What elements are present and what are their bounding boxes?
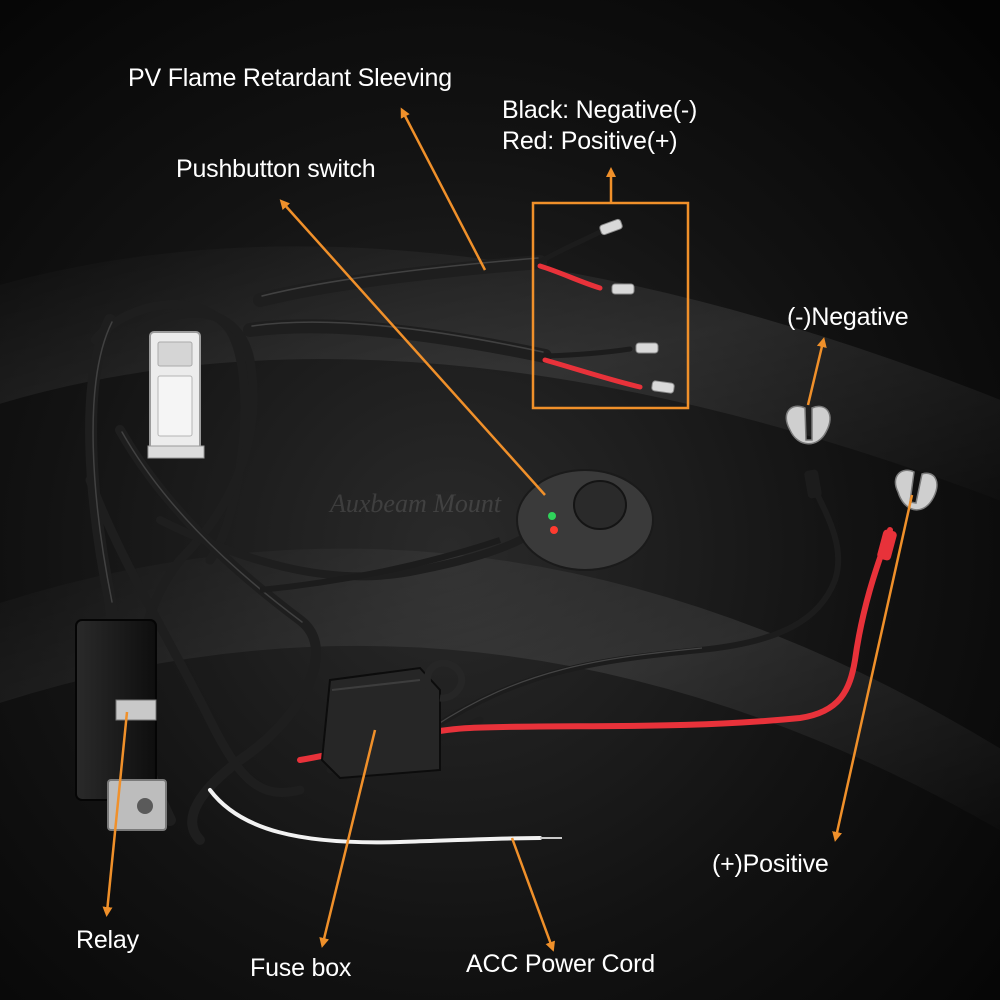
output-leads — [537, 229, 643, 390]
arrow-negative — [806, 337, 827, 406]
watermark: Auxbeam Mount — [328, 489, 502, 518]
label-acc-power-cord: ACC Power Cord — [466, 950, 655, 978]
label-pushbutton-switch: Pushbutton switch — [176, 155, 376, 183]
label-fuse-box: Fuse box — [250, 954, 352, 982]
arrow-pushbutton — [279, 199, 546, 496]
background-streak — [0, 548, 1000, 831]
negative-ring-terminal — [785, 405, 831, 499]
negative-wire-highlight — [431, 647, 703, 729]
label-flame-retardant-sleeving: PV Flame Retardant Sleeving — [128, 64, 452, 92]
callout-arrows — [102, 107, 914, 952]
background-streak — [0, 246, 1000, 501]
arrow-fuse-box — [319, 729, 377, 948]
bullet-connectors — [599, 218, 675, 394]
positive-ring-terminal — [877, 469, 938, 561]
label-red-positive: Red: Positive(+) — [502, 127, 678, 155]
arrow-relay — [102, 711, 129, 917]
fuse-box — [320, 659, 466, 780]
label-wire-colors: Black: Negative(-) Red: Positive(+) — [502, 95, 697, 157]
relay — [75, 619, 167, 831]
acc-power-cord-wire — [208, 788, 542, 845]
arrow-acc-cord — [510, 837, 555, 952]
negative-wire — [427, 487, 842, 733]
label-black-negative: Black: Negative(-) — [502, 96, 698, 124]
arrow-sleeving — [400, 107, 487, 271]
pushbutton-switch — [259, 469, 654, 593]
label-positive-terminal: (+)Positive — [712, 850, 829, 878]
label-negative-terminal: (-)Negative — [787, 303, 909, 331]
white-plug-connector — [147, 331, 205, 459]
arrow-positive — [832, 494, 914, 842]
label-relay: Relay — [76, 926, 139, 954]
